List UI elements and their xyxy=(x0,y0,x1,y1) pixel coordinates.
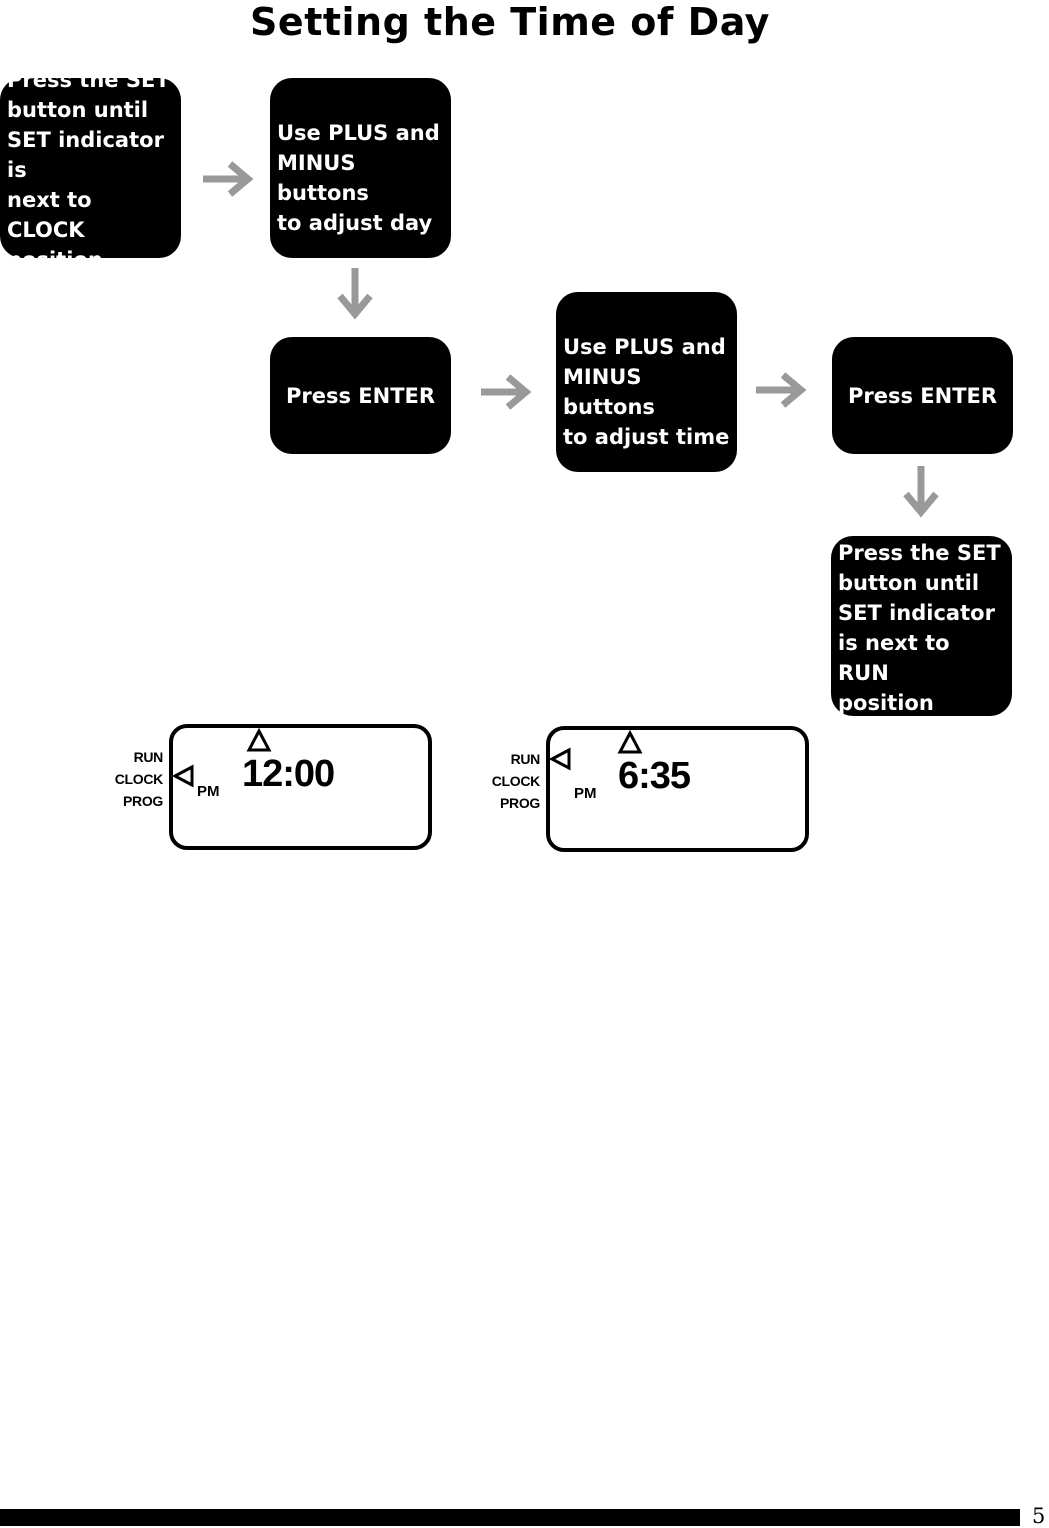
mode-label-prog: PROG xyxy=(122,793,163,809)
mode-label-clock: CLOCK xyxy=(114,771,164,787)
step-adjust-day: Use PLUS and MINUS buttons to adjust day xyxy=(270,78,451,258)
set-indicator-left-icon xyxy=(172,764,196,788)
day-indicator-up-icon xyxy=(617,730,643,756)
display-1-mode-labels: RUN CLOCK PROG xyxy=(106,746,164,812)
step-enter-1-text: Press ENTER xyxy=(285,383,436,408)
display-2-meridiem: PM xyxy=(574,785,597,802)
mode-label-run: RUN xyxy=(133,749,164,765)
day-indicator-up-icon xyxy=(246,728,272,754)
arrow-down-icon xyxy=(336,266,374,320)
page-number: 5 xyxy=(1032,1504,1046,1528)
display-1-time: 12:00 xyxy=(242,753,335,795)
page-title: Setting the Time of Day xyxy=(250,0,770,44)
display-1-meridiem: PM xyxy=(197,783,220,800)
step-adjust-day-text: Use PLUS and MINUS buttons to adjust day xyxy=(277,121,440,235)
display-2-time: 6:35 xyxy=(618,755,691,797)
mode-label-clock: CLOCK xyxy=(491,773,541,789)
arrow-right-icon xyxy=(753,371,807,409)
set-indicator-left-icon xyxy=(549,747,573,771)
step-set-run-text: Press the SET button until SET indicator… xyxy=(838,541,1001,715)
lcd-display-1 xyxy=(169,724,432,850)
step-enter-2: Press ENTER xyxy=(832,337,1013,454)
mode-label-prog: PROG xyxy=(499,795,540,811)
arrow-right-icon xyxy=(200,160,254,198)
step-enter-1: Press ENTER xyxy=(270,337,451,454)
display-2-mode-labels: RUN CLOCK PROG xyxy=(482,748,541,814)
step-enter-2-text: Press ENTER xyxy=(847,383,998,408)
arrow-right-icon xyxy=(478,373,532,411)
step-set-clock-text: Press the SET button until SET indicator… xyxy=(7,68,170,272)
arrow-down-icon xyxy=(902,464,940,518)
step-set-run: Press the SET button until SET indicator… xyxy=(831,536,1012,716)
footer-bar xyxy=(0,1509,1020,1526)
mode-label-run: RUN xyxy=(510,751,541,767)
step-adjust-time: Use PLUS and MINUS buttons to adjust tim… xyxy=(556,292,737,472)
step-set-clock: Press the SET button until SET indicator… xyxy=(0,68,181,272)
step-adjust-time-text: Use PLUS and MINUS buttons to adjust tim… xyxy=(563,335,730,449)
lcd-display-2 xyxy=(546,726,809,852)
